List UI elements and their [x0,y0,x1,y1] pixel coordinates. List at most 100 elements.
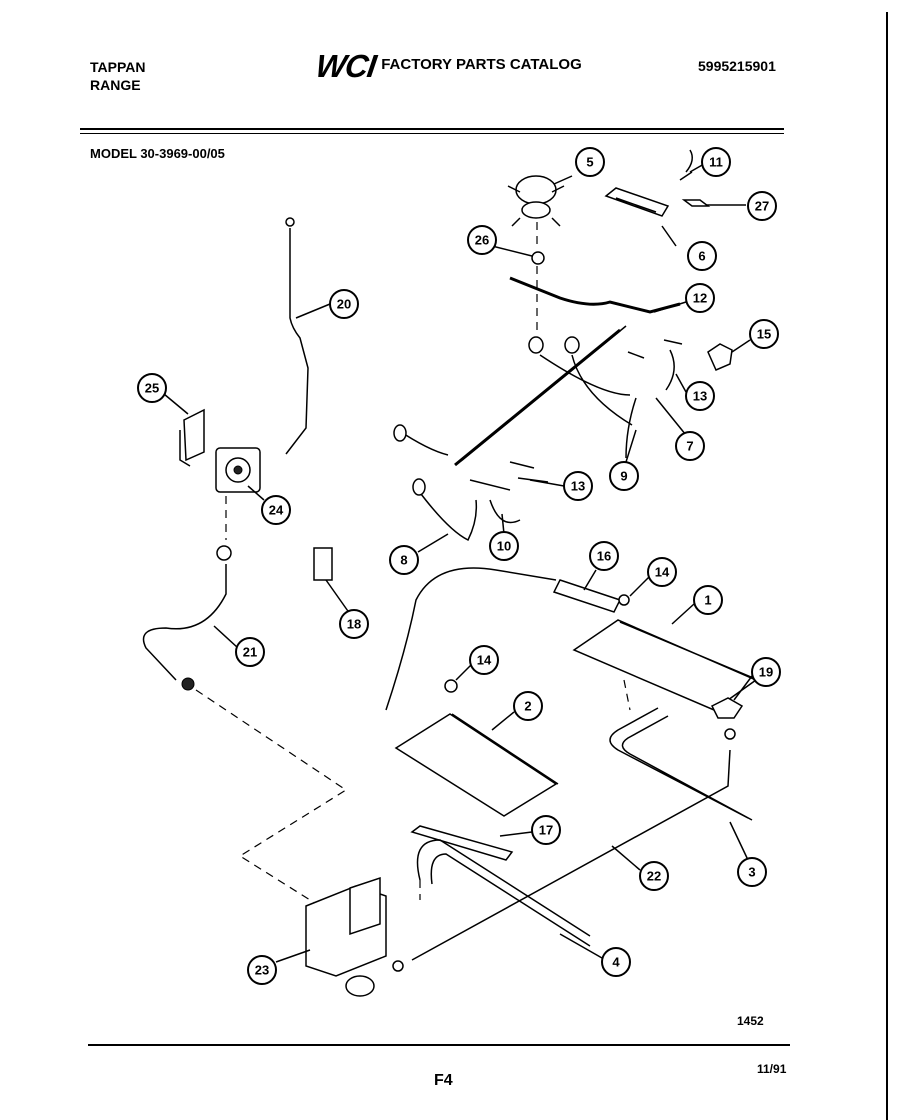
svg-text:11: 11 [709,155,723,170]
part-25-drawing [179,408,205,467]
part-5-drawing [507,175,565,250]
svg-text:8: 8 [400,553,407,568]
part-13-drawing-a [627,339,683,391]
callout-8: 8 [389,545,419,575]
svg-text:3: 3 [748,865,755,880]
callout-2: 2 [513,691,543,721]
svg-text:2: 2 [524,699,531,714]
callout-7: 7 [675,431,705,461]
connection-dash-21-23 [195,689,348,906]
callout-5: 5 [575,147,605,177]
svg-text:20: 20 [337,297,351,312]
part-24-drawing [215,447,261,540]
part-14-drawing-b [444,679,458,693]
part-8-wire [417,489,478,542]
catalog-title: FACTORY PARTS CATALOG [381,56,582,73]
svg-text:17: 17 [539,823,553,838]
callout-14-right: 14 [647,557,677,587]
part-23-drawing [305,876,404,997]
part-17-drawing [410,825,514,861]
callout-6: 6 [687,241,717,271]
callout-21: 21 [235,637,265,667]
part-22-drawing [411,749,731,961]
catalog-number: 5995215901 [698,58,776,74]
svg-text:21: 21 [243,645,257,660]
callout-16: 16 [589,541,619,571]
part-11-drawing [679,149,693,181]
svg-text:19: 19 [759,665,773,680]
callout-18: 18 [339,609,369,639]
svg-text:26: 26 [475,233,489,248]
svg-text:18: 18 [347,617,361,632]
brand-line-2: RANGE [90,77,141,93]
brand-label: TAPPAN RANGE [90,58,145,94]
svg-text:12: 12 [693,291,707,306]
svg-text:7: 7 [686,439,693,454]
part-21-drawing [142,545,232,691]
part-19-drawing [710,697,744,719]
model-number: MODEL 30-3969-00/05 [90,146,225,161]
part-2-drawing [394,713,559,817]
part-14-drawing-a [618,594,630,606]
part-27-drawing [681,199,711,207]
part-3-drawing [609,707,753,821]
callout-25: 25 [137,373,167,403]
svg-text:4: 4 [612,955,620,970]
diagram-code: 1452 [737,1014,764,1028]
page-number: F4 [434,1072,453,1089]
svg-text:6: 6 [698,249,705,264]
callout-26: 26 [467,225,497,255]
callout-24: 24 [261,495,291,525]
callout-19: 19 [751,657,781,687]
callout-10: 10 [489,531,519,561]
callout-3: 3 [737,857,767,887]
callout-27: 27 [747,191,777,221]
callout-13-lower: 13 [563,471,593,501]
part-18-drawing [313,547,333,581]
callout-14-left: 14 [469,645,499,675]
svg-text:14: 14 [655,565,670,580]
svg-text:24: 24 [269,503,284,518]
part-1-drawing [572,619,759,711]
svg-text:9: 9 [620,469,627,484]
svg-text:15: 15 [757,327,771,342]
part-12-drawing [393,276,681,467]
callout-1: 1 [693,585,723,615]
svg-text:13: 13 [693,389,707,404]
callout-9: 9 [609,461,639,491]
svg-text:22: 22 [647,869,661,884]
callout-23: 23 [247,955,277,985]
part-9-wire [625,397,637,459]
svg-text:23: 23 [255,963,269,978]
callout-20: 20 [329,289,359,319]
callout-22: 22 [639,861,669,891]
revision-date: 11/91 [757,1062,787,1076]
brand-line-1: TAPPAN [90,59,146,75]
svg-text:13: 13 [571,479,585,494]
part-6-drawing [604,187,670,217]
part-4-drawing [416,839,591,947]
callout-11: 11 [701,147,731,177]
svg-text:5: 5 [586,155,593,170]
svg-text:25: 25 [145,381,159,396]
callout-15: 15 [749,319,779,349]
svg-text:16: 16 [597,549,611,564]
svg-text:1: 1 [704,593,711,608]
header-rule-thin [80,133,784,134]
svg-text:27: 27 [755,199,769,214]
page-border [886,12,888,1120]
header-rule [80,128,784,130]
part-13-drawing-b [469,461,549,491]
part-10-wire [489,499,521,524]
part-20-drawing [285,228,309,455]
callout-17: 17 [531,815,561,845]
footer-rule [88,1044,790,1046]
part-15-drawing [707,343,733,371]
callout-12: 12 [685,283,715,313]
svg-text:10: 10 [497,539,511,554]
part-26-drawing [531,251,545,330]
callout-4: 4 [601,947,631,977]
